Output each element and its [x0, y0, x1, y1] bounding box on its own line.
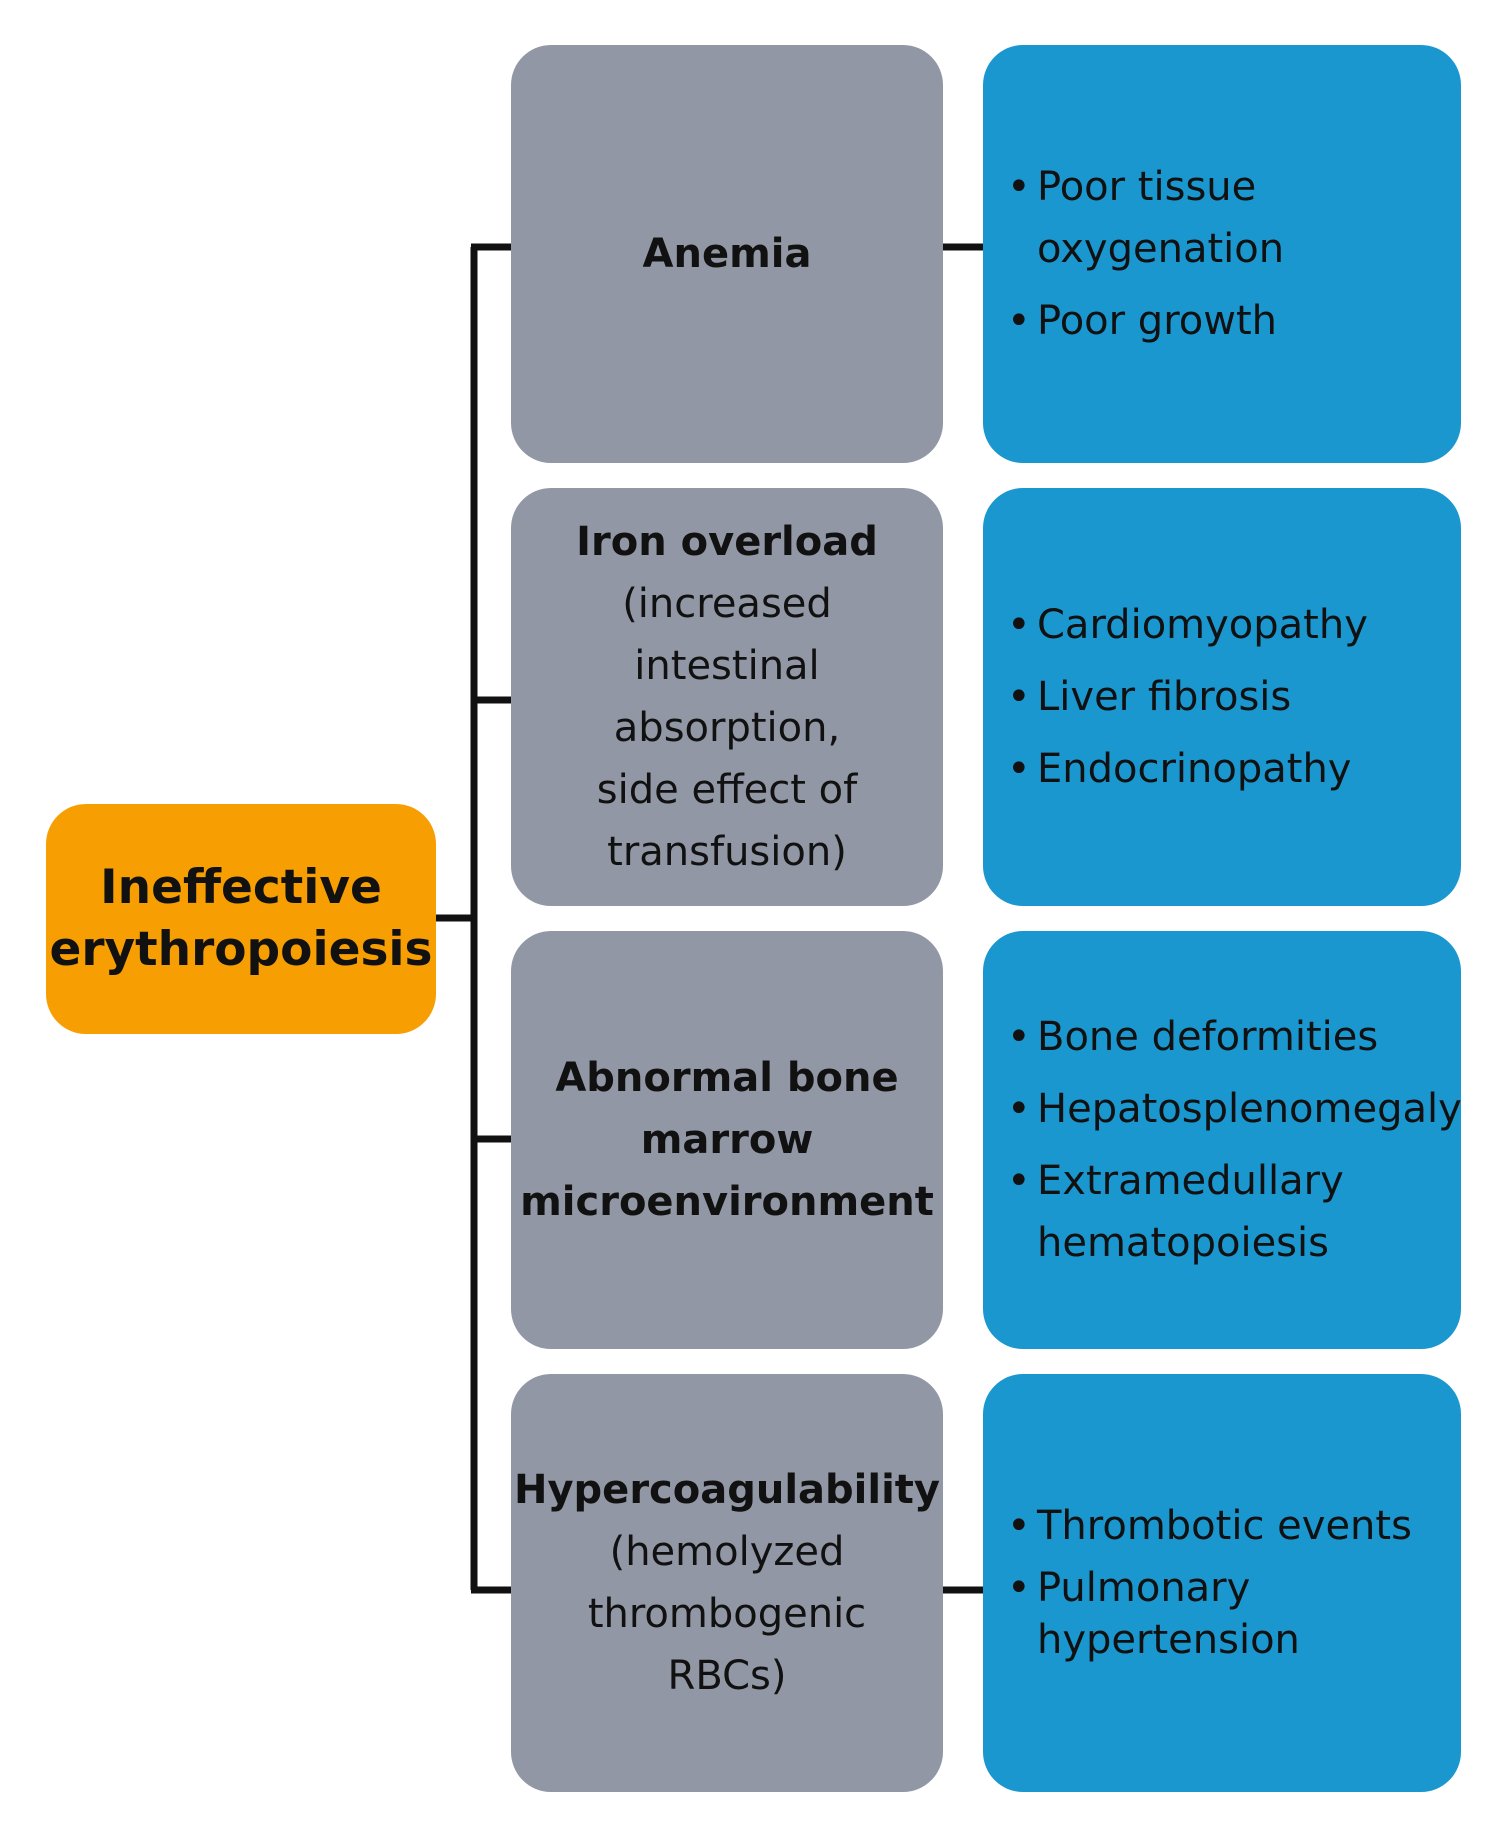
bullet-icon: • — [1007, 1086, 1031, 1132]
effect-text: Hepatosplenomegaly — [1037, 1086, 1462, 1132]
bullet-icon: • — [1007, 746, 1031, 792]
effect-item: • Poor tissue oxygenation — [1007, 156, 1451, 280]
effect-item: • Cardiomyopathy — [1007, 594, 1451, 656]
effect-item: • Bone deformities — [1007, 1006, 1451, 1068]
cause-title: Anemia — [642, 231, 812, 277]
effects-list: • Cardiomyopathy • Liver fibrosis • Endo… — [1007, 584, 1451, 810]
effect-text: Bone deformities — [1037, 1014, 1379, 1060]
cause-subtitle: (increased intestinal absorption, side e… — [596, 581, 858, 875]
cause-subtitle: (hemolyzed thrombogenic RBCs) — [587, 1529, 867, 1699]
bullet-icon: • — [1007, 298, 1031, 344]
effects-node-iron-overload: • Cardiomyopathy • Liver fibrosis • Endo… — [983, 488, 1461, 906]
effects-node-hypercoagulability: • Thrombotic events • Pulmonary hyperten… — [983, 1374, 1461, 1792]
cause-title: Iron overload — [576, 519, 878, 565]
bullet-icon: • — [1007, 1014, 1031, 1060]
effect-text: Liver fibrosis — [1037, 674, 1292, 720]
root-label: Ineffective erythropoiesis — [49, 860, 433, 977]
cause-node-abnormal-bone-marrow: Abnormal bone marrow microenvironment — [511, 931, 943, 1349]
effect-item: • Pulmonary hypertension — [1007, 1562, 1451, 1666]
effect-text: Pulmonary hypertension — [1037, 1565, 1300, 1663]
effects-list: • Bone deformities • Hepatosplenomegaly … — [1007, 996, 1462, 1284]
effect-text: Endocrinopathy — [1037, 746, 1352, 792]
effect-item: • Liver fibrosis — [1007, 666, 1451, 728]
bullet-icon: • — [1007, 674, 1031, 720]
effect-text: Cardiomyopathy — [1037, 602, 1368, 648]
effect-item: • Endocrinopathy — [1007, 738, 1451, 800]
cause-title: Abnormal bone marrow microenvironment — [520, 1055, 934, 1225]
effect-text: Poor growth — [1037, 298, 1277, 344]
bullet-icon: • — [1007, 1503, 1031, 1549]
effect-item: • Poor growth — [1007, 290, 1451, 352]
effect-item: • Thrombotic events — [1007, 1500, 1451, 1552]
effect-text: Poor tissue oxygenation — [1037, 164, 1285, 272]
effects-list: • Thrombotic events • Pulmonary hyperten… — [1007, 1490, 1451, 1676]
cause-node-hypercoagulability: Hypercoagulability (hemolyzed thrombogen… — [511, 1374, 943, 1792]
effects-node-abnormal-bone-marrow: • Bone deformities • Hepatosplenomegaly … — [983, 931, 1462, 1349]
bullet-icon: • — [1007, 164, 1031, 210]
root-node: Ineffective erythropoiesis — [46, 804, 436, 1034]
bullet-icon: • — [1007, 1158, 1031, 1204]
effects-node-anemia: • Poor tissue oxygenation • Poor growth — [983, 45, 1461, 463]
effect-item: • Hepatosplenomegaly — [1007, 1078, 1462, 1140]
effects-list: • Poor tissue oxygenation • Poor growth — [1007, 146, 1451, 362]
effect-text: Extramedullary hematopoiesis — [1037, 1158, 1344, 1266]
cause-title: Hypercoagulability — [514, 1467, 940, 1513]
effect-item: • Extramedullary hematopoiesis — [1007, 1150, 1451, 1274]
cause-node-iron-overload: Iron overload (increased intestinal abso… — [511, 488, 943, 906]
effect-text: Thrombotic events — [1037, 1503, 1412, 1549]
bullet-icon: • — [1007, 1565, 1031, 1611]
bullet-icon: • — [1007, 602, 1031, 648]
cause-node-anemia: Anemia — [511, 45, 943, 463]
